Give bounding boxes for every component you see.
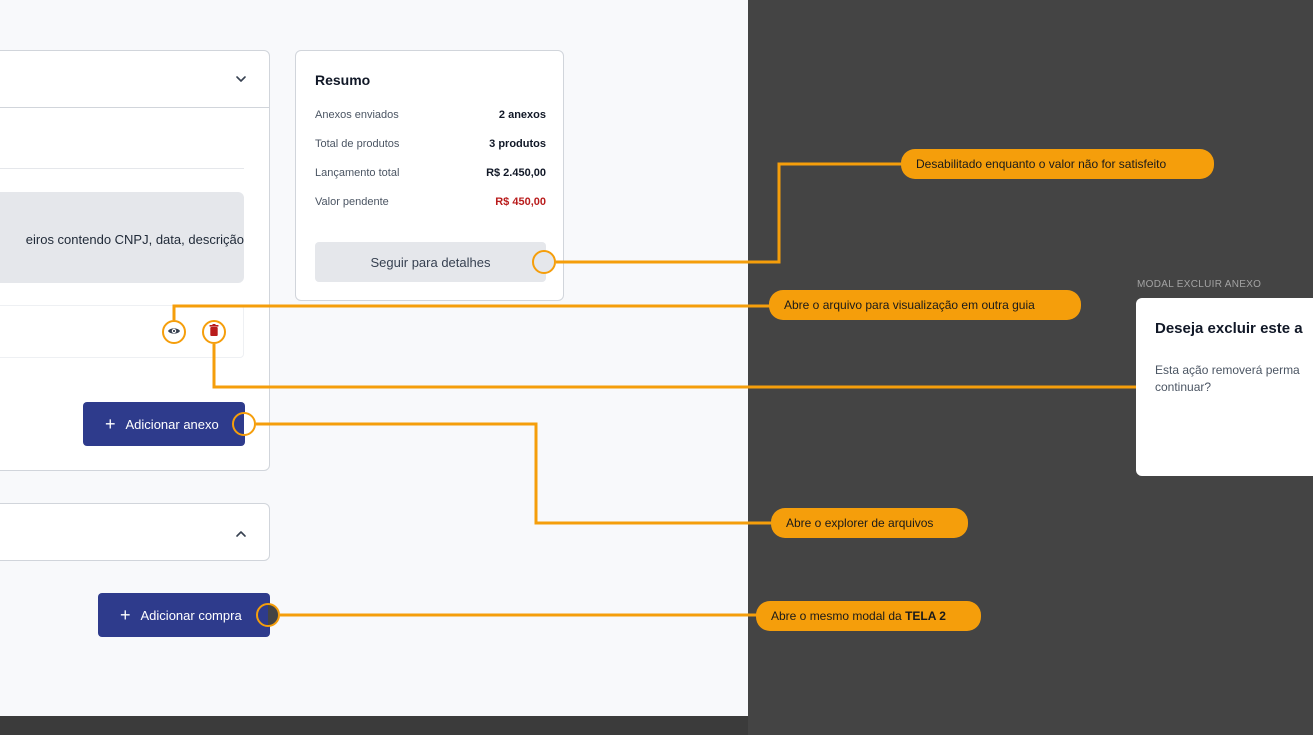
- summary-title: Resumo: [315, 72, 371, 88]
- continue-details-button[interactable]: Seguir para detalhes: [315, 242, 546, 282]
- summary-label: Total de produtos: [315, 138, 400, 150]
- summary-value: R$ 2.450,00: [486, 167, 546, 179]
- summary-row-products: Total de produtos 3 produtos: [315, 138, 546, 150]
- trash-icon: [209, 323, 219, 341]
- pending-value: R$ 450,00: [495, 196, 546, 208]
- annotation-marker: [232, 412, 256, 436]
- summary-row-pending: Valor pendente R$ 450,00: [315, 196, 546, 208]
- plus-icon: +: [120, 605, 131, 625]
- info-box: [0, 192, 244, 283]
- annotation-callout: Abre o arquivo para visualização em outr…: [769, 290, 1081, 320]
- bottom-strip: [0, 716, 748, 735]
- modal-body-text: Esta ação removerá perma continuar?: [1155, 363, 1300, 394]
- summary-label: Anexos enviados: [315, 109, 399, 121]
- info-text: eiros contendo CNPJ, data, descrição: [25, 232, 244, 247]
- add-purchase-button[interactable]: + Adicionar compra: [98, 593, 270, 637]
- modal-caption: MODAL EXCLUIR ANEXO: [1137, 279, 1262, 290]
- delete-file-button[interactable]: [202, 320, 226, 344]
- add-purchase-label: Adicionar compra: [140, 607, 242, 623]
- chevron-up-icon[interactable]: [234, 527, 248, 539]
- add-attachment-button[interactable]: + Adicionar anexo: [83, 402, 245, 446]
- summary-value: 3 produtos: [489, 138, 546, 150]
- modal-title: Deseja excluir este a: [1155, 320, 1303, 337]
- summary-label: Valor pendente: [315, 196, 389, 208]
- chevron-down-icon[interactable]: [234, 72, 248, 84]
- callout-text: Desabilitado enquanto o valor não for sa…: [916, 157, 1167, 171]
- callout-emphasis: TELA 2: [905, 609, 946, 623]
- section-divider: [0, 168, 244, 169]
- annotation-marker: [532, 250, 556, 274]
- annotation-callout: Desabilitado enquanto o valor não for sa…: [901, 149, 1214, 179]
- summary-row-attachments: Anexos enviados 2 anexos: [315, 109, 546, 121]
- summary-card: Resumo Anexos enviados 2 anexos Total de…: [295, 50, 564, 301]
- accordion-divider: [0, 107, 269, 108]
- plus-icon: +: [105, 414, 116, 434]
- view-file-button[interactable]: [162, 320, 186, 344]
- purchases-accordion[interactable]: [0, 503, 270, 561]
- summary-value: 2 anexos: [498, 109, 546, 121]
- callout-text: Abre o arquivo para visualização em outr…: [784, 298, 1035, 312]
- summary-label: Lançamento total: [315, 167, 400, 179]
- delete-attachment-modal: Deseja excluir este a Esta ação removerá…: [1136, 298, 1313, 476]
- callout-text: Abre o mesmo modal da: [771, 609, 906, 623]
- annotation-marker: [256, 603, 280, 627]
- callout-text: Abre o explorer de arquivos: [786, 516, 934, 530]
- summary-row-total: Lançamento total R$ 2.450,00: [315, 167, 546, 179]
- annotation-callout: Abre o mesmo modal da TELA 2: [756, 601, 981, 631]
- add-attachment-label: Adicionar anexo: [125, 416, 219, 432]
- annotation-callout: Abre o explorer de arquivos: [771, 508, 968, 538]
- eye-icon: [167, 323, 181, 341]
